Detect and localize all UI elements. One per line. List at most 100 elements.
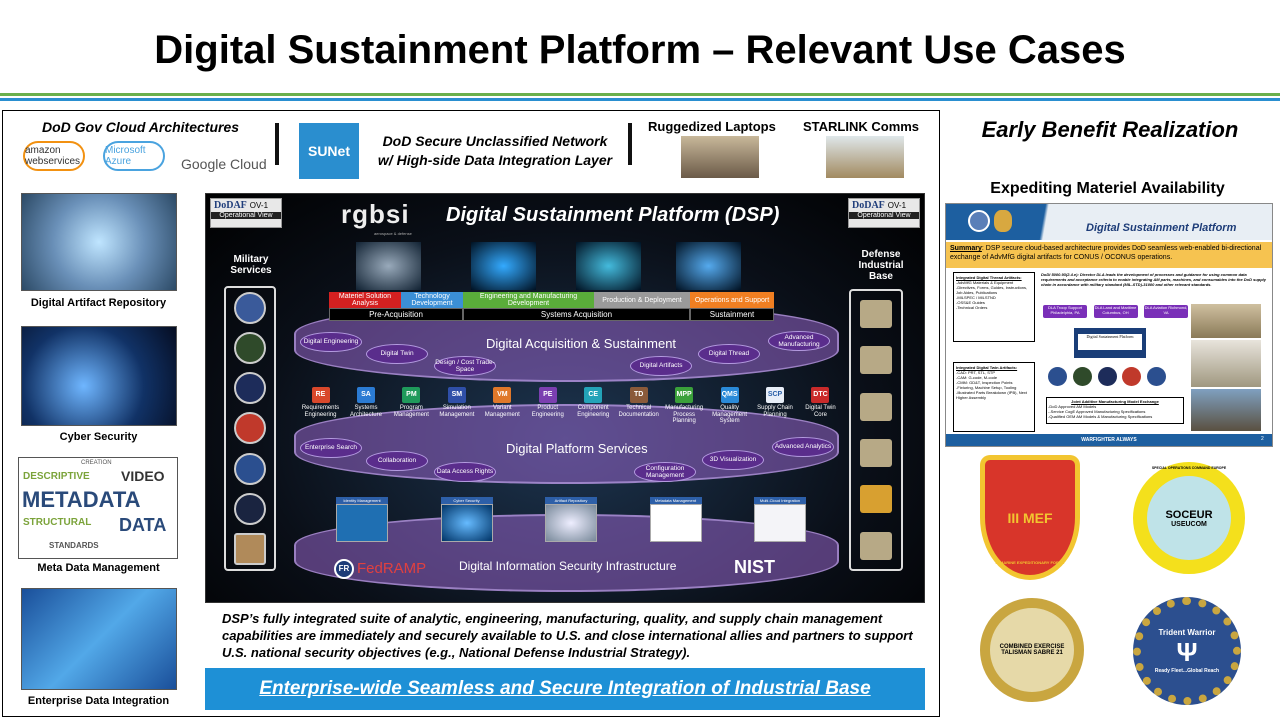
slide-footer: WARFIGHTER ALWAYS [946,434,1272,446]
stage-sustainment: Sustainment [690,308,774,321]
robot-arm-icon [860,485,892,514]
re-icon: RE [311,387,330,403]
diagram-title: Digital Sustainment Platform (DSP) [446,204,780,226]
pill-digital-engineering: Digital Engineering [300,332,362,352]
tool-label: Variant Management [484,405,520,418]
tank-image [576,242,641,290]
tool-label: Product Engineering [531,405,564,418]
cloud-header: DoD Gov Cloud Architectures [41,119,240,135]
stage-systems-acquisition: Systems Acquisition [463,308,690,321]
lifecycle-phases: Materiel Solution Analysis Technology De… [329,292,774,308]
dla-seal-icon [234,292,266,325]
acquisition-stages: Pre-Acquisition Systems Acquisition Sust… [329,308,774,321]
fedramp-logo: FedRAMP [357,560,427,577]
laptops-photo [681,136,759,178]
capabilities-statement: DSP’s fully integrated suite of analytic… [222,611,913,660]
marines-seal-icon [234,412,266,445]
worker-icon [860,439,892,468]
phase-emd: Engineering and Manufacturing Developmen… [463,292,594,308]
mpp-icon: MPP [675,387,694,403]
sm-icon: SM [447,387,466,403]
plant-icon [860,392,892,421]
rgbsi-logo: rgbsi [341,199,410,229]
infrastructure-tiles: Identity Management Cyber Security Artif… [336,497,806,542]
pill-collaboration: Collaboration [366,451,428,471]
factory-icon [860,300,892,329]
tool-re: RE Requirements Engineering [298,387,343,425]
tool-label: Digital Twin Core [805,405,836,418]
thread-artifacts-box: Integrated Digital Thread Artifacts: -Ad… [953,272,1035,342]
dib-column [849,289,903,571]
pill-advanced-analytics: Advanced Analytics [772,437,834,457]
phase-msa: Materiel Solution Analysis [329,292,401,308]
military-services-label: Military Services [230,254,272,276]
sunet-text-2: w/ High-side Data Integration Layer [377,152,613,168]
tile-multi-cloud-integration: Multi-Cloud Integration [754,497,806,542]
tool-label: Systems Architecture [349,405,382,418]
dsp-slide-thumbnail: Digital Sustainment Platform Summary: DS… [945,203,1273,447]
band2-title: Digital Platform Services [506,441,648,456]
tool-label: Supply Chain Planning [757,405,793,418]
defense-industrial-base-label: Defense Industrial Base [858,249,904,282]
dsp-screen: Digital Sustainment Platform [1074,328,1146,358]
pill-configuration-management: Configuration Management [634,462,696,482]
phase-pd: Production & Deployment [594,292,690,308]
engine-image [356,242,421,290]
tool-label: Component Engineering [577,405,610,418]
separator [275,123,279,165]
pm-icon: PM [402,387,421,403]
tile-artifact-repository: Artifact Repository [545,497,597,542]
cyber-security-image [21,326,177,426]
enterprise-data-integration-label: Enterprise Data Integration [27,695,170,707]
word-creation: CREATION [81,460,112,466]
aws-logo: amazon webservices [23,141,85,171]
early-benefit-heading: Early Benefit Realization [981,117,1239,142]
integration-banner: Enterprise-wide Seamless and Secure Inte… [205,668,925,710]
word-standards: STANDARDS [49,541,99,550]
air-force-seal-icon [234,452,266,485]
pill-enterprise-search: Enterprise Search [300,438,362,458]
military-services-column [224,286,276,571]
digital-artifact-repository-image [21,193,177,291]
tool-label: Requirements Engineering [301,405,340,418]
tooling-icon [860,531,892,560]
separator [628,123,632,165]
expediting-heading: Expediting Materiel Availability [990,180,1225,197]
dod-seal-icon [968,210,990,232]
cyber-security-label: Cyber Security [59,431,138,443]
pill-digital-thread: Digital Thread [698,344,760,364]
tile-cyber-security: Cyber Security [440,497,493,542]
word-metadata: METADATA [22,487,141,512]
dodi-text: DoDI 5000.93(2.4.e): Director DLA leads … [1041,272,1267,287]
dla-site: DLA Troop Support Philadelphia, PA [1043,305,1087,318]
vm-icon: VM [493,387,512,403]
sa-icon: SA [356,387,375,403]
word-structural: STRUCTURAL [23,517,92,528]
tool-sa: SA Systems Architecture [343,387,388,425]
ship-image [676,242,741,290]
starlink-label: STARLINK Comms [803,119,920,134]
word-data: DATA [119,515,167,535]
slide-summary: Summary: DSP secure cloud-based architec… [946,242,1272,268]
google-cloud-logo: Google Cloud [181,156,267,172]
pe-icon: PE [538,387,557,403]
trident-icon: Ψ [1176,637,1198,667]
metadata-wordcloud-image: CREATION DESCRIPTIVE VIDEO METADATA STRU… [18,457,178,559]
slide-page-number: 2 [1261,436,1264,442]
logistics-icon [234,532,266,565]
tile-metadata-management: Metadata Management [649,497,702,542]
soldiers-photo [1191,304,1261,338]
fedramp-icon: FR [334,559,354,579]
nist-logo: NIST [734,557,776,577]
divider-blue [0,98,1280,101]
pill-digital-twin: Digital Twin [366,344,428,364]
pill-design-cost: Design / Cost Trade-Space [434,356,496,376]
